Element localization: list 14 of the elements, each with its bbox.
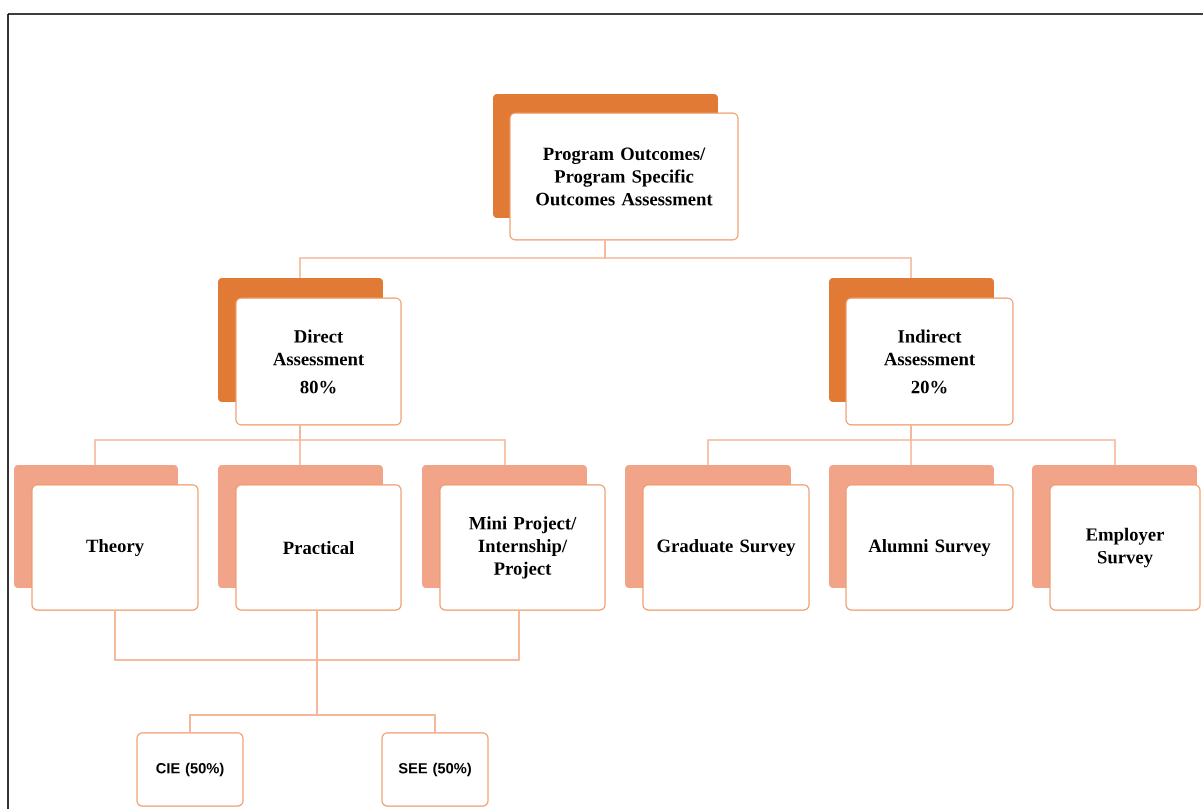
assessment-box: Program Outcomes/ Program Specific Outcomes Assessment <box>493 94 739 241</box>
connector-line <box>299 424 506 466</box>
assessment-box: Employer Survey <box>1032 465 1201 611</box>
assessment-box: Theory <box>14 465 199 611</box>
assessment-box: CIE (50%) <box>136 732 244 807</box>
connector-line <box>604 239 912 279</box>
assessment-box: Direct Assessment 80% <box>218 278 402 426</box>
assessment-box: SEE (50%) <box>381 732 489 807</box>
assessment-box: Indirect Assessment 20% <box>829 278 1014 426</box>
assessment-box: Mini Project/ Internship/ Project <box>422 465 606 611</box>
assessment-box: Practical <box>218 465 402 611</box>
assessment-box: Alumni Survey <box>829 465 1014 611</box>
assessment-box: Graduate Survey <box>625 465 810 611</box>
connector-line <box>910 424 1116 466</box>
